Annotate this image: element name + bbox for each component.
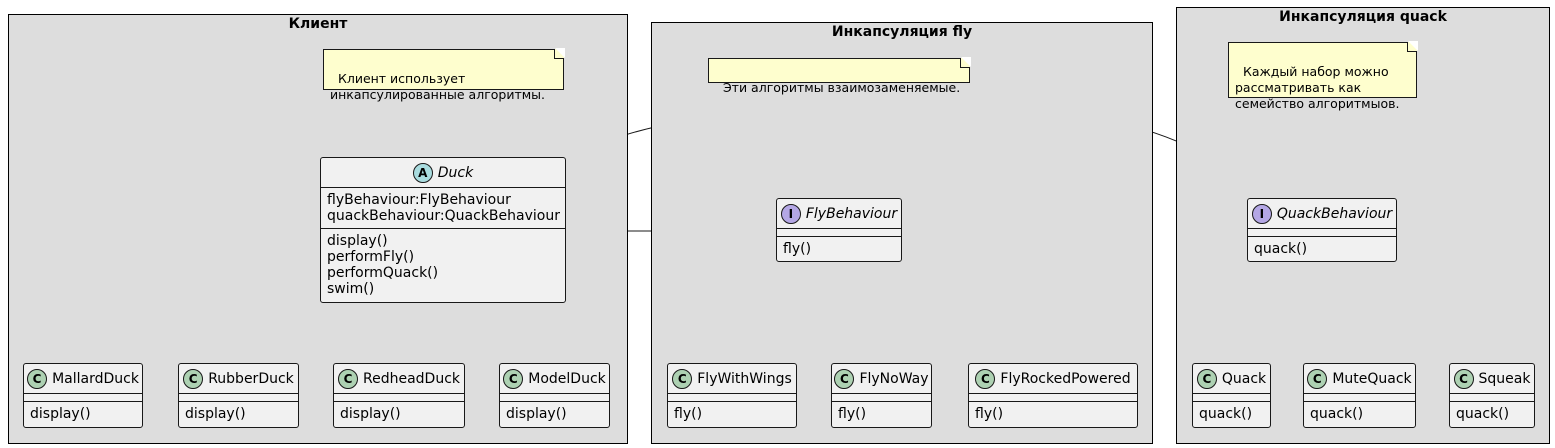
class-duck-fields: flyBehaviour:FlyBehaviour quackBehaviour… [321, 188, 565, 229]
note-fly-text: Эти алгоритмы взаимозаменяемые. [722, 80, 961, 95]
class-stereotype-icon: C [1453, 368, 1474, 389]
class-mute-quack-name: MuteQuack [1332, 370, 1412, 387]
note-client: Клиент использует инкапсулированные алго… [323, 49, 564, 102]
class-fly-no-way[interactable]: C FlyNoWay fly() [831, 363, 932, 428]
class-fly-no-way-header: C FlyNoWay [832, 364, 931, 394]
class-redhead-duck-methods: display() [340, 406, 401, 422]
class-redhead-duck[interactable]: C RedheadDuck display() [333, 363, 465, 428]
class-quack-name: Quack [1221, 370, 1267, 387]
class-fields-separator [777, 229, 901, 237]
class-stereotype-icon: C [337, 368, 358, 389]
class-fly-rocked-powered-name: FlyRockedPowered [1000, 370, 1131, 387]
class-fields-separator [668, 394, 796, 402]
interface-fly-behaviour-methods: fly() [783, 241, 812, 257]
class-fields-separator [1450, 394, 1534, 402]
class-quack-header: C Quack [1193, 364, 1270, 394]
class-fly-with-wings[interactable]: C FlyWithWings fly() [667, 363, 797, 428]
class-stereotype-icon: C [1196, 368, 1217, 389]
interface-quack-behaviour-name: QuackBehaviour [1276, 205, 1393, 222]
class-stereotype-icon: C [503, 368, 524, 389]
class-fly-with-wings-methods: fly() [674, 406, 703, 422]
class-fly-with-wings-name: FlyWithWings [697, 370, 792, 387]
class-model-duck[interactable]: C ModelDuck display() [499, 363, 610, 428]
interface-fly-behaviour[interactable]: I FlyBehaviour fly() [776, 198, 902, 262]
class-fields-separator [1248, 229, 1396, 237]
class-stereotype-icon: C [975, 368, 996, 389]
interface-quack-behaviour-header: I QuackBehaviour [1248, 199, 1396, 229]
class-redhead-duck-name: RedheadDuck [362, 370, 460, 387]
class-model-duck-header: C ModelDuck [500, 364, 609, 394]
class-fields-separator [1304, 394, 1415, 402]
class-stereotype-icon: C [672, 368, 693, 389]
class-stereotype-icon: C [1307, 368, 1328, 389]
class-fields-separator [969, 394, 1137, 402]
note-client-text: Клиент использует инкапсулированные алго… [330, 71, 546, 102]
class-stereotype-icon: C [183, 368, 204, 389]
class-fields-separator [500, 394, 609, 402]
class-fly-rocked-powered-header: C FlyRockedPowered [969, 364, 1137, 394]
class-mallard-duck-name: MallardDuck [52, 370, 139, 387]
package-fly-title: Инкапсуляция fly [831, 24, 973, 40]
class-mallard-duck-methods: display() [30, 406, 91, 422]
class-quack[interactable]: C Quack quack() [1192, 363, 1271, 428]
class-rubber-duck-name: RubberDuck [208, 370, 294, 387]
class-mute-quack[interactable]: C MuteQuack quack() [1303, 363, 1416, 428]
package-client-title: Клиент [288, 16, 348, 32]
class-mute-quack-header: C MuteQuack [1304, 364, 1415, 394]
note-quack-text: Каждый набор можно рассматривать как сем… [1235, 64, 1400, 111]
class-fields-separator [1193, 394, 1270, 402]
class-mallard-duck[interactable]: C MallardDuck display() [23, 363, 143, 428]
class-fields-separator [179, 394, 298, 402]
abstract-stereotype-icon: A [412, 162, 433, 183]
interface-quack-behaviour-methods: quack() [1254, 241, 1308, 257]
class-rubber-duck[interactable]: C RubberDuck display() [178, 363, 299, 428]
interface-fly-behaviour-name: FlyBehaviour [805, 205, 898, 222]
class-rubber-duck-methods: display() [185, 406, 246, 422]
class-squeak-header: C Squeak [1450, 364, 1534, 394]
interface-fly-behaviour-header: I FlyBehaviour [777, 199, 901, 229]
note-quack: Каждый набор можно рассматривать как сем… [1228, 42, 1417, 111]
note-fold-icon [1407, 42, 1417, 52]
note-fly: Эти алгоритмы взаимозаменяемые. [708, 58, 970, 95]
class-stereotype-icon: C [27, 368, 48, 389]
class-fly-no-way-methods: fly() [838, 406, 867, 422]
interface-stereotype-icon: I [780, 203, 801, 224]
class-model-duck-methods: display() [506, 406, 567, 422]
class-fields-separator [334, 394, 464, 402]
interface-quack-behaviour[interactable]: I QuackBehaviour quack() [1247, 198, 1397, 262]
class-mute-quack-methods: quack() [1310, 406, 1364, 422]
class-squeak-methods: quack() [1456, 406, 1510, 422]
class-fly-no-way-name: FlyNoWay [859, 370, 929, 387]
class-fields-separator [24, 394, 142, 402]
class-duck[interactable]: A Duck flyBehaviour:FlyBehaviour quackBe… [320, 157, 566, 303]
class-squeak[interactable]: C Squeak quack() [1449, 363, 1535, 428]
note-fold-icon [554, 49, 564, 59]
package-quack-title: Инкапсуляция quack [1279, 9, 1447, 25]
class-rubber-duck-header: C RubberDuck [179, 364, 298, 394]
class-quack-methods: quack() [1199, 406, 1253, 422]
class-fields-separator [832, 394, 931, 402]
class-squeak-name: Squeak [1478, 370, 1531, 387]
class-redhead-duck-header: C RedheadDuck [334, 364, 464, 394]
class-fly-with-wings-header: C FlyWithWings [668, 364, 796, 394]
class-duck-header: A Duck [321, 158, 565, 188]
class-mallard-duck-header: C MallardDuck [24, 364, 142, 394]
class-duck-name: Duck [437, 164, 474, 181]
class-fly-rocked-powered[interactable]: C FlyRockedPowered fly() [968, 363, 1138, 428]
note-fold-icon [960, 58, 970, 68]
interface-stereotype-icon: I [1251, 203, 1272, 224]
class-model-duck-name: ModelDuck [528, 370, 606, 387]
class-fly-rocked-powered-methods: fly() [975, 406, 1004, 422]
class-duck-methods: display() performFly() performQuack() sw… [327, 233, 439, 297]
class-stereotype-icon: C [834, 368, 855, 389]
